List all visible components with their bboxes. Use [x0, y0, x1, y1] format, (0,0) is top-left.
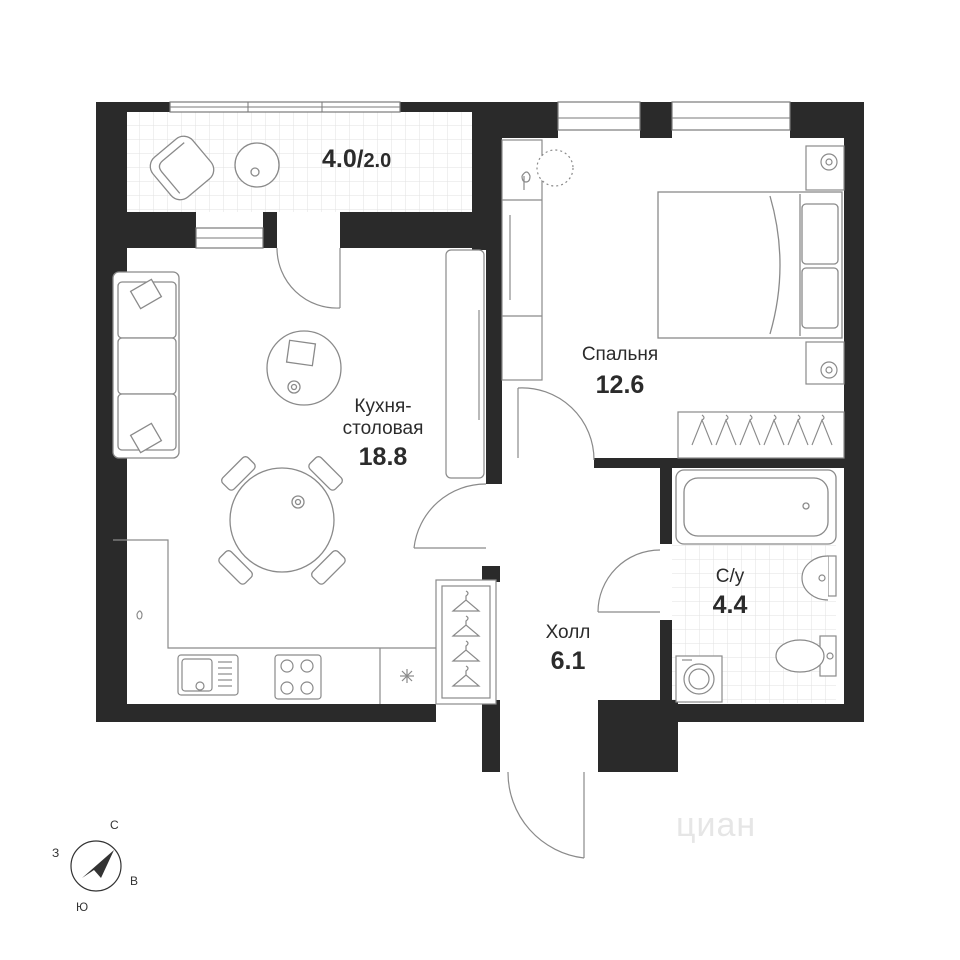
hall-area: 6.1 [550, 647, 586, 675]
bathroom-name: С/у [715, 566, 745, 587]
sofa [112, 271, 180, 459]
bedroom-plant [536, 149, 574, 187]
nightstands [805, 145, 845, 385]
entrance-door [507, 771, 585, 859]
bedroom-label: Спальня 12.6 [560, 344, 680, 400]
balcony-door [276, 247, 341, 309]
watermark: циан [676, 806, 757, 844]
hall-name: Холл [545, 622, 591, 643]
fridge-icon [400, 669, 414, 683]
bed [657, 191, 843, 339]
balcony-area: 4.0 [322, 145, 357, 173]
sink [177, 654, 239, 696]
coffee-table [266, 330, 342, 406]
washing-machine [675, 655, 723, 703]
kitchen-name-line1: Кухня- [354, 396, 412, 417]
toilet [775, 635, 837, 677]
wardrobe-hangers [691, 414, 833, 446]
compass-south: Ю [76, 900, 89, 914]
kitchen-label: Кухня- столовая 18.8 [318, 396, 448, 472]
kitchen-counter [113, 539, 436, 704]
bathroom-area: 4.4 [712, 591, 748, 619]
bedroom-area: 12.6 [595, 371, 645, 399]
kitchen-area: 18.8 [358, 443, 408, 471]
compass-east: В [130, 874, 139, 888]
cooktop [274, 654, 322, 700]
compass-icon [70, 840, 122, 892]
kitchen-door [413, 483, 487, 549]
bedroom-door [517, 387, 595, 461]
bathroom-label: С/у 4.4 [700, 566, 760, 620]
hanger-icons [451, 590, 481, 687]
tv-unit [445, 249, 485, 479]
dining-set [218, 456, 346, 585]
kitchen-name-line2: столовая [342, 418, 424, 439]
bathroom-sink [801, 555, 837, 601]
bathtub [675, 469, 837, 545]
hall-label: Холл 6.1 [528, 622, 608, 676]
walls [96, 102, 864, 772]
compass-north: С [110, 818, 119, 832]
hall-wardrobe [435, 579, 497, 705]
bathroom-door [597, 549, 661, 613]
compass-west: З [52, 846, 60, 860]
bedroom-name: Спальня [581, 344, 659, 365]
balcony-area-reduced: 2.0 [363, 150, 392, 172]
bedroom-closet [501, 139, 543, 381]
balcony-furniture [149, 135, 280, 201]
balcony-label: 4.0/2.0 [322, 145, 392, 173]
